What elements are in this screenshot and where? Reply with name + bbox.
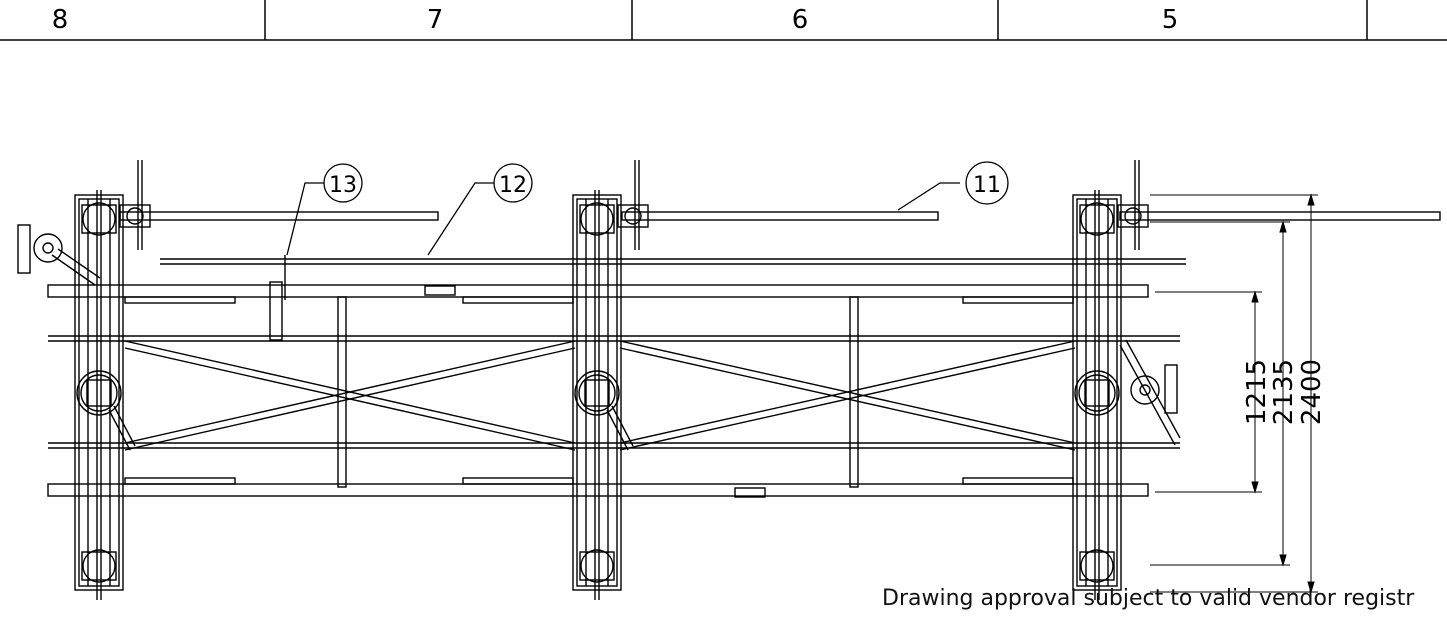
zone-border (0, 0, 1447, 41)
dimension-2400: 2400 (1297, 359, 1327, 425)
carriage-right (1072, 190, 1149, 600)
callout-11: 11 (973, 173, 1001, 198)
callout-12: 12 (499, 173, 527, 198)
callout-balloon-11 (965, 161, 1009, 205)
callout-13: 13 (329, 173, 357, 198)
dimension-2135: 2135 (1269, 359, 1299, 425)
carriage-left (74, 190, 151, 600)
dimension-1215: 1215 (1242, 359, 1272, 425)
zone-label-5: 5 (1161, 5, 1179, 35)
callout-balloon-13 (323, 163, 363, 203)
zone-label-6: 6 (791, 5, 809, 35)
dimension-lines (1150, 193, 1318, 594)
callout-balloon-12 (493, 163, 533, 203)
zone-label-8: 8 (51, 5, 69, 35)
approval-note: Drawing approval subject to valid vendor… (882, 586, 1415, 611)
zone-label-7: 7 (426, 5, 444, 35)
structure (17, 160, 1441, 498)
carriage-middle (572, 190, 649, 600)
callout-leaders (286, 161, 1009, 256)
